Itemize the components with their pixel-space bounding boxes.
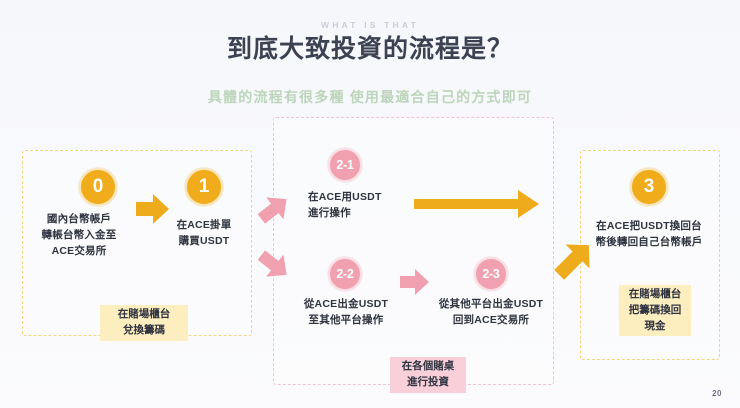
step-badge-2-3: 2-3 — [474, 257, 508, 291]
step-badge-0-label: 0 — [92, 176, 104, 197]
note-middle: 在各個賭桌 進行投資 — [390, 357, 466, 393]
step-caption-2-3: 從其他平台出金USDT 回到ACE交易所 — [438, 298, 544, 326]
step-caption-2-1: 在ACE用USDT 進行操作 — [308, 191, 382, 219]
up-right-arrow-pink-icon — [257, 192, 291, 226]
step-caption-3: 在ACE把USDT換回台 幣後轉回自己台幣帳戶 — [595, 220, 703, 248]
up-right-arrow-gold-icon — [551, 236, 597, 284]
step-badge-3-label: 3 — [643, 176, 655, 197]
step-caption-1: 在ACE掛單 購買USDT — [176, 219, 232, 247]
long-right-arrow-gold-icon — [414, 187, 540, 221]
slide-subtitle: 具體的流程有很多種 使用最適合自己的方式即可 — [207, 89, 533, 105]
page-title: 到底大致投資的流程是？ — [226, 35, 513, 63]
step-badge-2-1-label: 2-1 — [336, 158, 354, 172]
step-caption-0: 國內台幣帳戶 轉帳台幣入金至 ACE交易所 — [41, 213, 117, 257]
right-arrow-gold-icon — [136, 193, 170, 225]
slide-eyebrow: WHAT IS THAT — [320, 20, 420, 30]
step-badge-1-label: 1 — [198, 176, 210, 197]
note-right: 在賭場櫃台 把籌碼換回 現金 — [619, 285, 691, 337]
step-badge-2-1: 2-1 — [328, 148, 362, 182]
step-badge-2-2-label: 2-2 — [336, 267, 354, 281]
step-badge-0: 0 — [79, 168, 117, 206]
step-badge-2-3-label: 2-3 — [482, 267, 500, 281]
down-right-arrow-pink-icon — [257, 248, 291, 282]
investing-group-box — [273, 117, 554, 385]
step-badge-1: 1 — [185, 168, 223, 206]
step-caption-2-2: 從ACE出金USDT 至其他平台操作 — [303, 298, 389, 326]
right-arrow-pink-icon — [400, 268, 430, 296]
note-left: 在賭場櫃台 兌換籌碼 — [100, 305, 188, 341]
step-badge-2-2: 2-2 — [328, 257, 362, 291]
page-number: 20 — [712, 389, 722, 398]
step-badge-3: 3 — [630, 168, 668, 206]
